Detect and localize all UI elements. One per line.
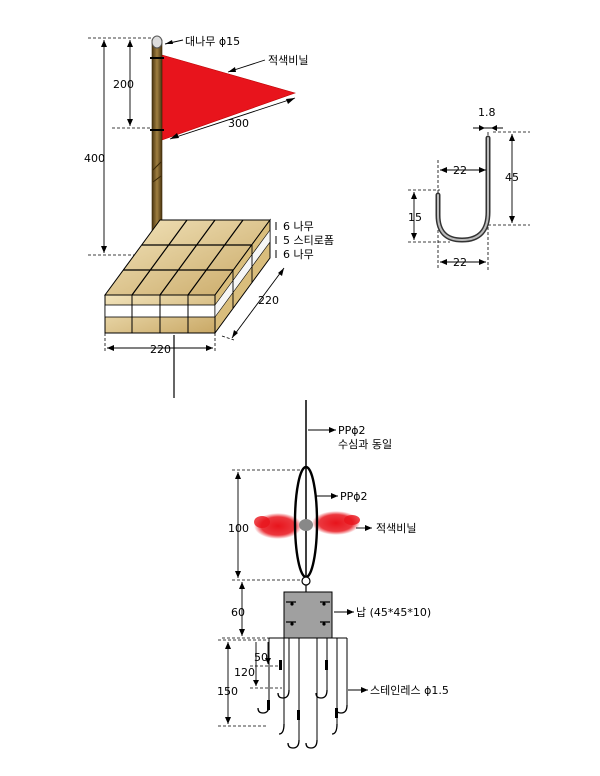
layer-top-label: 6 나무: [283, 220, 314, 233]
dim-branch-a-label: 50: [254, 651, 268, 664]
flag-assembly: 400 200 대나무 ϕ15 적색비닐 300: [84, 35, 334, 398]
dim-total-height-label: 400: [84, 152, 105, 165]
hook-wire: [435, 135, 491, 243]
stainless-branches: [268, 637, 348, 740]
hook-detail: 1.8 22 45 15 22: [408, 106, 530, 270]
dim-flag-height: 200: [113, 40, 134, 126]
hook-bend-dim: 15: [408, 211, 422, 224]
line-label: PPϕ2: [338, 424, 366, 437]
dim-flag-length: 300: [169, 97, 296, 140]
rig-assembly: PPϕ2 수심과 동일 PPϕ2 적색비닐 100: [217, 400, 449, 749]
lead-weight: [283, 591, 333, 639]
hook-bottom-width-dim: 22: [453, 256, 467, 269]
hook-wire-dim: 1.8: [478, 106, 496, 119]
dim-loop: 100: [228, 472, 249, 578]
pole-label: 대나무 ϕ15: [185, 35, 240, 48]
dim-loop-label: 100: [228, 522, 249, 535]
layer-middle-label: 5 스티로폼: [283, 234, 334, 247]
flag-label: 적색비닐: [268, 54, 308, 67]
dim-flag-length-label: 300: [228, 117, 249, 130]
dim-base-width-label: 220: [150, 343, 171, 356]
dim-total-height: 400: [84, 40, 107, 253]
line-note: 수심과 동일: [338, 437, 392, 451]
weight-label: 납 (45*45*10): [356, 606, 431, 619]
dim-weight: 60: [231, 582, 245, 636]
branch-hooks: [257, 689, 348, 749]
dim-branch-b-label: 120: [234, 666, 255, 679]
dim-flag-height-label: 200: [113, 78, 134, 91]
hook-top-width-dim: 22: [453, 164, 467, 177]
dim-weight-label: 60: [231, 606, 245, 619]
dim-branch-c: 150: [217, 642, 238, 724]
wire-label: 스테인레스 ϕ1.5: [370, 684, 449, 697]
dim-branch-b: 120: [234, 642, 259, 686]
layer-bottom-label: 6 나무: [283, 248, 314, 261]
dim-branch-c-label: 150: [217, 685, 238, 698]
base-box: [104, 218, 271, 335]
dim-branch-a: 50: [254, 642, 271, 664]
hook-height-dim: 45: [505, 171, 519, 184]
vinyl-label: 적색비닐: [376, 522, 416, 535]
red-vinyl: [254, 511, 360, 539]
dim-base-depth: 220: [221, 267, 285, 341]
dim-base-width: 220: [104, 333, 216, 356]
dim-base-depth-label: 220: [258, 294, 279, 307]
loop-label: PPϕ2: [340, 490, 368, 503]
